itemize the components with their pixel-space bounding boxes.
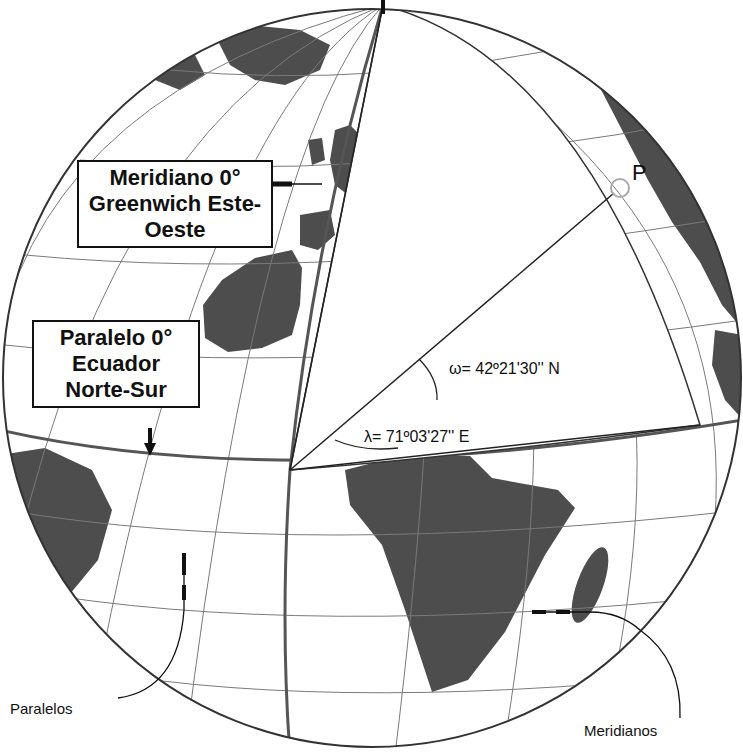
- axis-tick: [381, 0, 385, 14]
- callout-box: Meridiano 0° Greenwich Este-Oeste: [77, 160, 273, 248]
- south-america: [0, 448, 112, 700]
- parallel: [5, 510, 743, 535]
- land: [308, 138, 325, 165]
- parallel: [20, 590, 735, 616]
- meridian: [15, 5, 383, 560]
- latitude-arc: [419, 359, 437, 400]
- leader-line: [148, 428, 152, 445]
- africa: [345, 456, 575, 692]
- point-marker: [611, 179, 629, 197]
- callout-text: Meridiano 0° Greenwich Este-Oeste: [85, 165, 265, 243]
- leader-bar: [556, 610, 570, 614]
- globe-surface: [0, 5, 743, 755]
- leader-bar: [532, 610, 546, 614]
- equatorial-radius: [290, 425, 700, 470]
- land: [712, 330, 743, 420]
- leader-arrowhead: [144, 443, 156, 456]
- graticule: [0, 5, 743, 755]
- meridian: [0, 5, 383, 330]
- leader-bar: [182, 585, 186, 600]
- point-label: P: [632, 160, 647, 186]
- leader-bar: [182, 553, 186, 575]
- leader-line: [118, 560, 184, 698]
- leader-line: [532, 612, 680, 718]
- callout-box: Paralelo 0° Ecuador Norte-Sur: [32, 320, 200, 408]
- angle-label: λ= 71º03'27'' E: [362, 428, 471, 446]
- globe-outline: [3, 9, 741, 747]
- parallel: [60, 665, 700, 693]
- angle-label: ω= 42º21'30'' N: [447, 360, 562, 378]
- radius-to-p: [290, 193, 614, 470]
- callout-label: Meridianos: [584, 722, 657, 739]
- callout-text: Paralelo 0° Ecuador Norte-Sur: [40, 325, 192, 403]
- callout-label: Paralelos: [10, 700, 73, 717]
- leader-line: [292, 183, 322, 185]
- polar-axis: [290, 5, 383, 470]
- cutaway-wedge: [290, 5, 700, 470]
